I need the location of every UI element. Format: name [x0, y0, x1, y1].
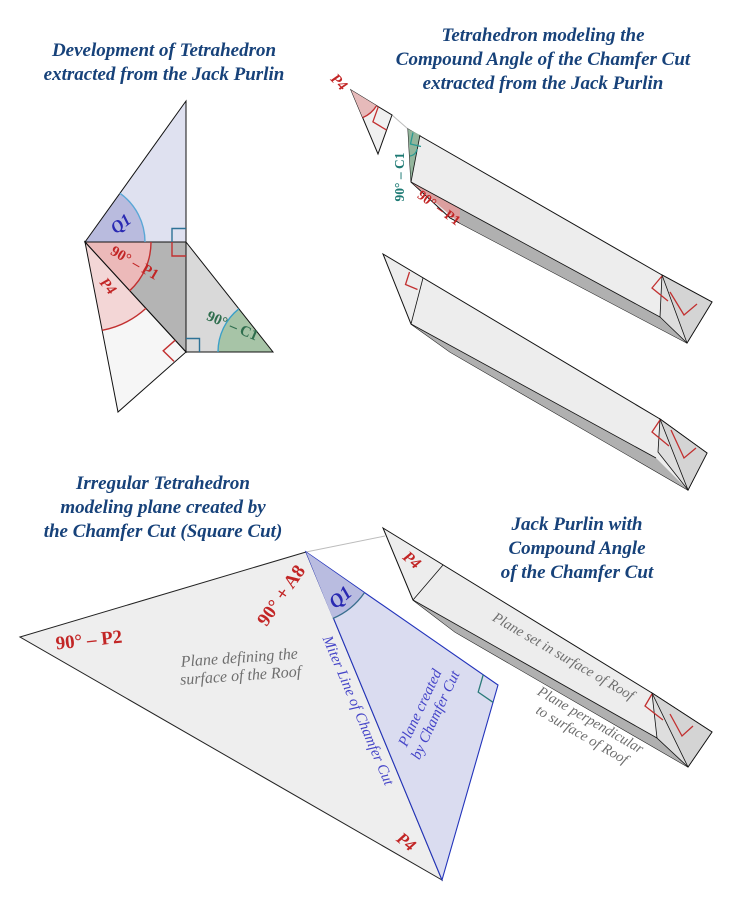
jack-purlin-figure	[381, 526, 713, 768]
lower-prism-bottom-edge	[410, 323, 657, 459]
irregular-tetrahedron-figure	[18, 535, 499, 882]
purlin-end-chamfer	[651, 691, 713, 768]
dev-p4-arc	[102, 307, 147, 331]
tetra-angle-c1-label: 90° – C1	[392, 152, 408, 202]
connector-line-top	[391, 114, 409, 130]
dev-p1-arc	[129, 241, 152, 292]
dev-bottom-outline	[84, 240, 187, 413]
q1-sector	[306, 552, 365, 619]
q1-arc	[332, 592, 365, 620]
tetrahedron-figure	[349, 88, 713, 491]
lower-prism-end-chamfer	[659, 417, 708, 491]
dev-c1-sector	[217, 308, 273, 352]
jack-purlin-title: Jack Purlin with Compound Angle of the C…	[500, 514, 654, 583]
upper-prism-side	[460, 208, 687, 343]
purlin-left-fold	[412, 564, 444, 601]
lower-end-right-angle-1	[651, 419, 670, 447]
upper-prism-left-fold	[410, 134, 421, 183]
purlin-bottom-edge	[412, 599, 658, 739]
irregular-tetrahedron-title: Irregular Tetrahedron modeling plane cre…	[43, 473, 283, 542]
upper-end-right-angle-1	[651, 275, 669, 302]
dev-q1-arc	[119, 192, 146, 243]
purlin-end-right-angle-1	[644, 693, 664, 721]
p4-arc	[362, 105, 378, 119]
upper-end-right-angle-2	[669, 291, 698, 316]
upper-prism-end-chamfer	[661, 274, 713, 344]
connector-line-bottom	[305, 535, 386, 553]
dev-right-angle-red-top	[171, 242, 186, 257]
dev-right-angle-blue-bottom	[186, 337, 201, 352]
upper-left-arc	[409, 148, 418, 157]
lower-prism-side	[411, 324, 688, 490]
upper-prism-bottom-edge	[410, 181, 661, 318]
dev-p4-sector	[85, 242, 146, 331]
dev-q1-sector	[85, 193, 145, 242]
dev-right-outline	[185, 240, 275, 353]
p4-sector	[351, 90, 377, 118]
dev-c1-arc	[217, 308, 240, 353]
upper-prism-pink-sliver	[411, 182, 460, 224]
dev-p1-sector	[85, 242, 152, 291]
p4-right-angle	[372, 106, 387, 131]
dev-right-angle-blue-top	[171, 227, 186, 242]
development-figure	[83, 99, 275, 413]
chamfer-plane-triangle	[304, 550, 499, 882]
lower-prism-left-fold	[410, 277, 424, 325]
lower-end-right-angle-2	[670, 429, 697, 460]
dev-right-angle-red-bottom	[162, 339, 176, 362]
purlin-side	[413, 600, 688, 767]
purlin-end-right-angle-2	[669, 713, 694, 738]
upper-left-right-angle	[409, 132, 422, 148]
lower-left-right-angle	[404, 271, 418, 291]
development-title: Development of Tetrahedron extracted fro…	[43, 40, 285, 85]
chamfer-right-angle	[477, 674, 494, 703]
tetrahedron-title: Tetrahedron modeling the Compound Angle …	[395, 25, 691, 94]
